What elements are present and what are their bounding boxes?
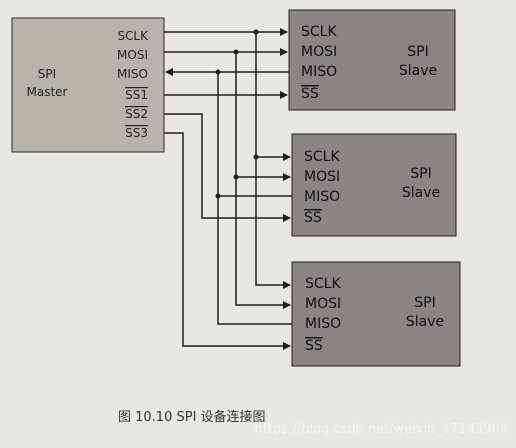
wire-ss3 [164,132,291,350]
slave-2-pin-sclk: SCLK [304,149,340,165]
slave-2-title-line2: Slave [402,185,440,201]
slave-2-pin-mosi: MOSI [304,169,340,185]
slave-3-title-line1: SPI [414,295,435,311]
watermark-text: https://blog.csdn.net/weixin_47143904 [254,422,508,437]
wire-mosi-slave-3 [235,177,291,309]
master-title-line1: SPI [38,67,56,81]
master-pin-mosi: MOSI [117,48,148,62]
slave-3-title-line2: Slave [406,314,444,330]
spi-slave-3-block: SCLK MOSI MISO SS SPI Slave [291,261,461,367]
master-pin-ss3: SS3 [125,126,148,140]
slave-1-pin-sclk: SCLK [301,24,337,40]
slave-3-pin-sclk: SCLK [305,276,341,292]
spi-slave-2-block: SCLK MOSI MISO SS SPI Slave [291,133,457,237]
wire-sclk-slave-3 [255,157,291,289]
slave-3-pin-ss: SS [305,338,323,354]
master-title-line2: Master [27,85,68,99]
slave-2-title-line1: SPI [410,166,431,182]
slave-1-pin-ss: SS [301,86,319,102]
slave-3-pin-mosi: MOSI [305,296,341,312]
master-pin-ss2: SS2 [125,107,148,121]
spi-master-block: SPI Master SCLK MOSI MISO SS1 SS2 SS3 [11,17,165,153]
wire-miso-slave-3 [217,196,292,325]
junctions [215,29,259,199]
slave-1-title-line1: SPI [407,44,428,60]
slave-3-pin-miso: MISO [305,316,341,332]
slave-1-pin-miso: MISO [301,64,337,80]
figure-caption: 图 10.10 SPI 设备连接图 [118,409,266,425]
slave-2-pin-miso: MISO [304,189,340,205]
spi-slave-1-block: SCLK MOSI MISO SS SPI Slave [288,9,456,111]
slave-2-pin-ss: SS [304,210,322,226]
slave-1-pin-mosi: MOSI [301,44,337,60]
master-pin-sclk: SCLK [117,29,149,43]
wire-ss2 [164,113,291,222]
slave-1-title-line2: Slave [399,63,437,79]
master-pin-ss1: SS1 [125,88,148,102]
master-pin-miso: MISO [117,67,148,81]
